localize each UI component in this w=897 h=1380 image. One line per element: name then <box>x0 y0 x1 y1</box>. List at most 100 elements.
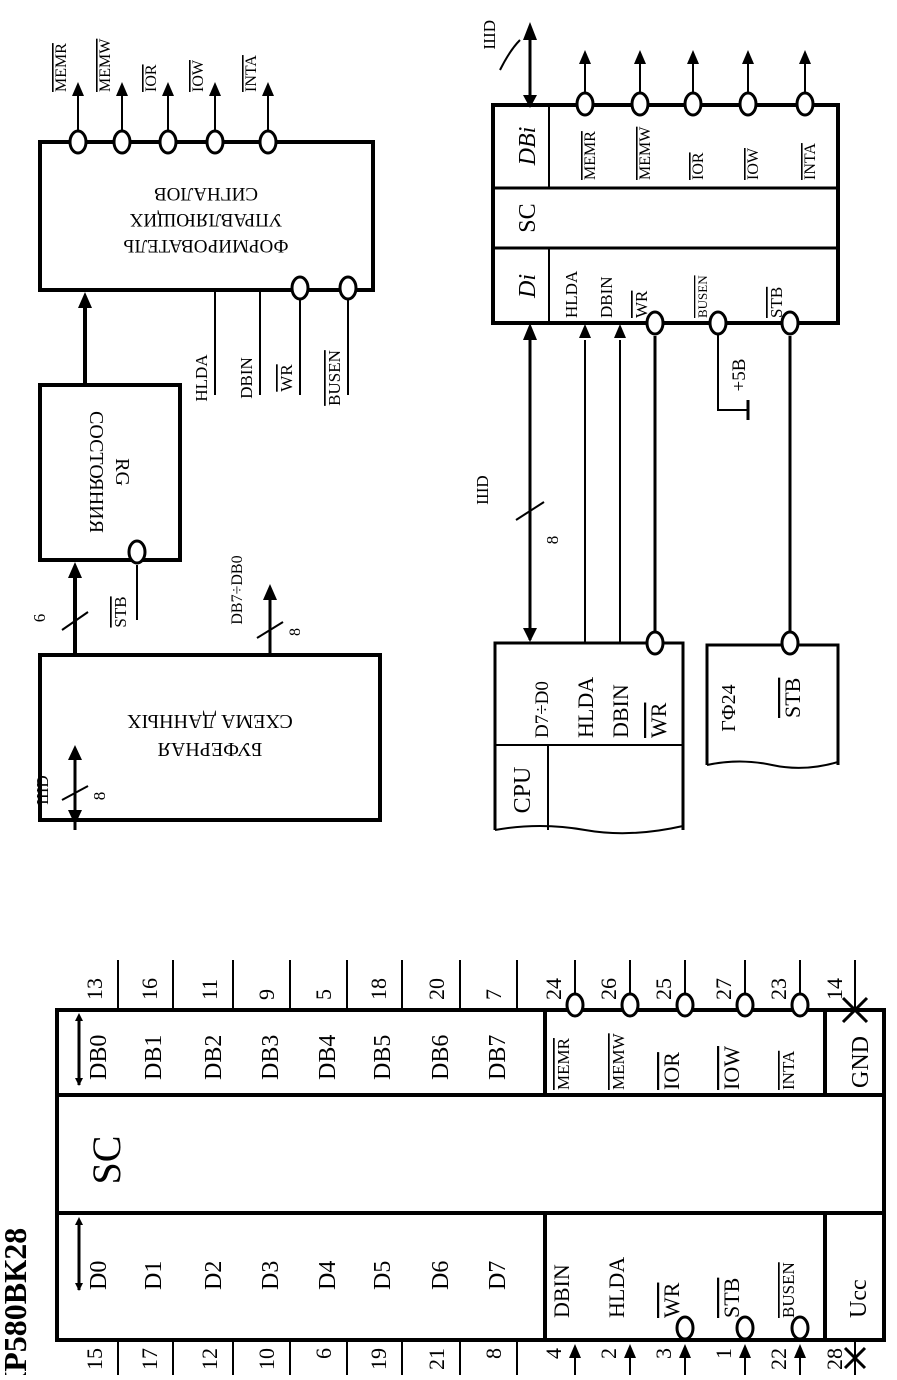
structure-diagram: БУФЕРНАЯ СХЕМА ДАННЫХ RG СОСТОЯНИЯ ФОРМИ… <box>30 38 382 830</box>
former-output-inversion-inta <box>258 129 278 155</box>
cpu-pin-label-0: D7÷D0 <box>532 681 553 738</box>
pin-number-d3: 10 <box>254 1348 279 1370</box>
pin-label-db6: DB6 <box>428 1035 454 1080</box>
inner-bus-width: 6 <box>30 614 49 623</box>
pin-inversion-inta <box>790 992 810 1018</box>
register-title-line1: RG <box>111 458 133 486</box>
pin-input-arrow-wr-icon <box>679 1344 691 1358</box>
conn-output-label-inta: INTA <box>802 143 819 180</box>
pin-number-db7: 7 <box>481 989 506 1000</box>
conn-data-bus-width: 8 <box>543 536 562 545</box>
conn-output-inversion-memw <box>630 91 650 117</box>
pin-inversion-stb <box>735 1315 755 1341</box>
conn-wire-arrow-dbin-icon <box>614 324 626 338</box>
pin-label-d5: D5 <box>370 1261 396 1290</box>
pin-label-ucc: Ucc <box>846 1279 872 1318</box>
buffer-to-register-slash <box>61 611 89 631</box>
former-title-line2: УПРАВЛЯЮЩИХ <box>129 209 282 230</box>
pin-number-d7: 8 <box>481 1348 506 1359</box>
pin-label-db4: DB4 <box>315 1035 341 1080</box>
conn-shd-top-label: ШD <box>480 20 499 49</box>
pin-number-d2: 12 <box>197 1348 222 1370</box>
pin-number-wr: 3 <box>651 1348 676 1359</box>
conn-input-label-wr: WR <box>632 290 651 318</box>
pin-number-iow: 27 <box>711 978 736 1000</box>
former-output-label-memr: MEMR <box>53 43 70 92</box>
pin-label-wr: WR <box>659 1282 684 1318</box>
pin-inversion-memw <box>620 992 640 1018</box>
buffer-block <box>38 653 382 822</box>
cpu-pin-label-3: WR <box>646 702 671 738</box>
db-bus-slash <box>256 621 284 639</box>
pin-number-memr: 24 <box>541 978 566 1000</box>
gf24-stb-label: STB <box>780 678 805 718</box>
shd-bus-slash <box>61 785 89 801</box>
pin-label-d4: D4 <box>315 1261 341 1290</box>
pin-label-dbin: DBIN <box>549 1264 574 1318</box>
pin-number-inta: 23 <box>766 978 791 1000</box>
pin-inversion-wr <box>675 1315 695 1341</box>
pin-label-d2: D2 <box>201 1261 227 1290</box>
former-input-inversion-busen <box>338 275 358 301</box>
conn-output-arrow-memw-icon <box>634 50 646 64</box>
conn-output-label-iow: IOW <box>745 147 762 180</box>
pin-number-d6: 21 <box>424 1348 449 1370</box>
chip-body <box>55 1008 886 1342</box>
pin-inversion-iow <box>735 992 755 1018</box>
db-bus-width: 8 <box>287 628 304 636</box>
pin-number-db1: 16 <box>137 978 162 1000</box>
conn-data-bus-slash <box>515 501 545 521</box>
pin-label-db0: DB0 <box>86 1035 112 1080</box>
pin-label-inta: INTA <box>779 1050 798 1090</box>
status-register-block <box>38 383 182 562</box>
former-output-arrow-iow-icon <box>209 82 221 96</box>
pin-label-memr: MEMR <box>554 1037 573 1090</box>
register-stb-inversion-circle <box>127 539 147 565</box>
cpu-label: CPU <box>510 767 536 814</box>
conn-chip-block <box>491 103 840 325</box>
cpu-block <box>493 641 685 830</box>
pin-number-gnd: 14 <box>822 978 847 1000</box>
register-stb-label: STB <box>111 596 130 627</box>
conn-output-arrow-iow-icon <box>742 50 754 64</box>
pin-inversion-ior <box>675 992 695 1018</box>
pin-label-stb: STB <box>719 1278 744 1318</box>
buffer-to-register-arrow-icon <box>68 562 82 578</box>
former-output-label-inta: INTA <box>243 55 260 92</box>
pin-label-db7: DB7 <box>485 1035 511 1080</box>
conn-output-inversion-ior <box>683 91 703 117</box>
db-bus-label: DB7÷DB0 <box>229 555 246 624</box>
pin-inversion-memr <box>565 992 585 1018</box>
conn-chip-sc-label: SC <box>515 203 541 232</box>
pin-number-d4: 6 <box>311 1348 336 1359</box>
conn-input-label-stb: STB <box>767 287 786 318</box>
former-input-label-wr: WR <box>277 364 296 392</box>
pin-number-db0: 13 <box>82 978 107 1000</box>
pin-label-iow: IOW <box>719 1046 744 1090</box>
conn-output-arrow-ior-icon <box>687 50 699 64</box>
pin-label-memw: MEMW <box>609 1032 628 1090</box>
conn-gf24-stb-inversion <box>780 630 800 656</box>
pin-number-d5: 19 <box>366 1348 391 1370</box>
former-output-arrow-memr-icon <box>72 82 84 96</box>
pin-number-busen: 22 <box>766 1348 791 1370</box>
pin-cross-ucc-icon <box>843 1346 867 1370</box>
conn-chip-di-label: Di <box>515 274 541 299</box>
conn-shd-top-leader <box>499 39 521 71</box>
conn-shd-top-arrows-icon <box>523 22 537 108</box>
former-output-inversion-iow <box>205 129 225 155</box>
pin-label-busen: BUSEN <box>779 1262 798 1318</box>
former-title-line1: ФОРМИРОВАТЕЛЬ <box>123 235 288 256</box>
former-output-arrow-ior-icon <box>162 82 174 96</box>
former-output-inversion-memr <box>68 129 88 155</box>
pin-inversion-busen <box>790 1315 810 1341</box>
pin-label-gnd: GND <box>848 1036 874 1088</box>
pin-number-memw: 26 <box>596 978 621 1000</box>
buffer-title-line1: БУФЕРНАЯ <box>158 738 263 760</box>
conn-shd-mid-label: ШD <box>473 475 492 504</box>
pin-input-arrow-busen-icon <box>794 1344 806 1358</box>
conn-input-label-busen: BUSEN <box>695 275 710 318</box>
cpu-block-break <box>494 825 684 835</box>
